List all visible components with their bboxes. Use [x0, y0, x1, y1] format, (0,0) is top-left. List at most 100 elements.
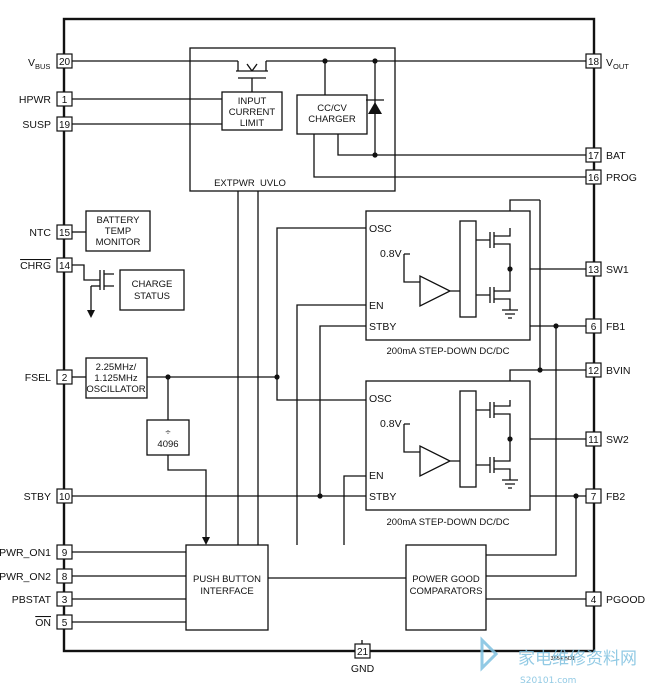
pin-label-pbstat: PBSTAT — [12, 594, 52, 606]
driver-logic-1 — [459, 220, 477, 318]
dcdc2-caption: 200mA STEP-DOWN DC/DC — [387, 517, 510, 528]
pin-label-vout: VOUT — [606, 57, 629, 71]
divider-value: 4096 — [157, 439, 178, 450]
pin-label-pwr-on2: PWR_ON2 — [0, 571, 51, 583]
oscillator-block — [85, 357, 148, 399]
pin-num-sw1: 13 — [588, 265, 600, 276]
pin-num-pwr-on1: 9 — [62, 548, 68, 559]
pin-num-ntc: 15 — [59, 228, 71, 239]
diode-symbol — [368, 102, 382, 114]
pin-label-bvin: BVIN — [606, 365, 631, 377]
divider-block — [146, 419, 190, 456]
pin-label-pgood: PGOOD — [606, 594, 646, 606]
part-code: 3554 BD1 — [551, 656, 575, 662]
pin-num-vout: 18 — [588, 57, 600, 68]
input-limit-line2: CURRENT — [229, 107, 276, 118]
input-limit-line3: LIMIT — [240, 118, 264, 129]
pin-label-fb2: FB2 — [606, 491, 625, 503]
charger-footer: EXTPWR UVLO — [214, 178, 286, 189]
push-button-line1: PUSH BUTTON — [193, 574, 261, 585]
dcdc1-caption: 200mA STEP-DOWN DC/DC — [387, 346, 510, 357]
pin-num-fb2: 7 — [591, 492, 597, 503]
push-button-line2: INTERFACE — [200, 586, 253, 597]
pin-num-susp: 19 — [59, 120, 71, 131]
charge-status-block — [119, 269, 185, 311]
charger-enclosure — [189, 47, 396, 192]
input-limit-line1: INPUT — [238, 96, 267, 107]
gnd-pin-box — [354, 643, 371, 659]
pin-label-hpwr: HPWR — [19, 94, 51, 106]
charger-line2: CHARGER — [308, 114, 356, 125]
pin-num-pwr-on2: 8 — [62, 572, 68, 583]
pin-num-on: 5 — [62, 618, 68, 629]
pin-label-susp: SUSP — [22, 119, 51, 131]
dcdc2-vref-label: 0.8V — [380, 418, 402, 430]
pin-label-prog: PROG — [606, 172, 637, 184]
pin-label-pwr-on1: PWR_ON1 — [0, 547, 51, 559]
pin-num-chrg: 14 — [59, 261, 71, 272]
pin-num-bat: 17 — [588, 151, 600, 162]
pin-label-sw2: SW2 — [606, 434, 629, 446]
pin-num-sw2: 11 — [588, 435, 599, 446]
input-current-limit-block — [221, 91, 283, 131]
pin-num-prog: 16 — [588, 173, 600, 184]
pin-num-gnd: 21 — [357, 647, 369, 658]
charger-line1: CC/CV — [317, 103, 347, 114]
pin-label-fb1: FB1 — [606, 321, 625, 333]
pin-num-stby: 10 — [59, 492, 71, 503]
oscillator-line1: 2.25MHz/ — [96, 362, 137, 373]
pin-label-chrg: CHRG — [20, 260, 51, 272]
pin-label-fsel: FSEL — [25, 372, 51, 384]
pin-num-pgood: 4 — [591, 595, 597, 606]
dcdc1-stby-label: STBY — [369, 321, 396, 333]
dcdc1-vref-label: 0.8V — [380, 248, 402, 260]
pin-num-vbus: 20 — [59, 57, 71, 68]
charge-status-line2: STATUS — [134, 291, 170, 302]
right-pins — [585, 53, 602, 607]
dcdc1-osc-label: OSC — [369, 223, 392, 235]
dcdc2-stby-label: STBY — [369, 491, 396, 503]
divider-symbol: ÷ — [165, 427, 170, 438]
battery-monitor-line1: BATTERY — [97, 215, 141, 226]
oscillator-line2: 1.125MHz — [94, 373, 138, 384]
pin-label-bat: BAT — [606, 150, 626, 162]
charger-section — [189, 47, 396, 192]
dcdc-1 — [365, 210, 531, 341]
pin-label-sw1: SW1 — [606, 264, 629, 276]
push-button-interface-block — [185, 544, 269, 631]
pin-label-on: ON — [35, 617, 51, 629]
watermark-url: S20101.com — [520, 676, 576, 686]
oscillator-line3: OSCILLATOR — [86, 384, 145, 395]
pin-label-stby: STBY — [24, 491, 51, 503]
dcdc2-en-label: EN — [369, 470, 384, 482]
junctions — [165, 58, 579, 499]
charge-status-line1: CHARGE — [132, 279, 173, 290]
pin-num-bvin: 12 — [588, 366, 600, 377]
dcdc-2 — [365, 380, 531, 511]
left-pins — [56, 53, 73, 630]
cc-cv-charger-block — [296, 94, 368, 135]
error-amp-2 — [419, 444, 452, 478]
pin-label-vbus: VBUS — [28, 57, 50, 71]
watermark-logo-icon — [480, 636, 499, 672]
pin-label-gnd: GND — [351, 663, 375, 675]
pin-num-fb1: 6 — [591, 322, 597, 333]
driver-logic-2 — [459, 390, 477, 488]
watermark-cn: 家电维修资料网 — [518, 649, 637, 669]
error-amp-1 — [419, 274, 452, 308]
ic-outline — [62, 17, 596, 653]
battery-monitor-line3: MONITOR — [96, 237, 141, 248]
power-good-comparators-block — [405, 544, 487, 631]
pin-num-hpwr: 1 — [62, 95, 68, 106]
dcdc2-osc-label: OSC — [369, 393, 392, 405]
watermark: 家电维修资料网 S20101.com — [480, 636, 637, 686]
pin-num-fsel: 2 — [62, 373, 68, 384]
power-good-line1: POWER GOOD — [412, 574, 480, 585]
battery-temp-monitor-block — [85, 210, 151, 252]
pin-label-ntc: NTC — [29, 227, 51, 239]
battery-monitor-line2: TEMP — [105, 226, 131, 237]
pin-num-pbstat: 3 — [62, 595, 68, 606]
dcdc1-en-label: EN — [369, 300, 384, 312]
power-good-line2: COMPARATORS — [410, 586, 483, 597]
